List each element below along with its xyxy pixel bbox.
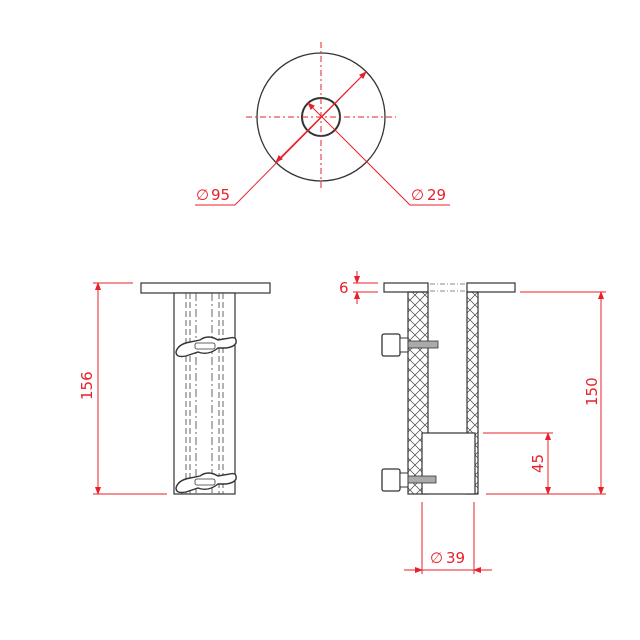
dim-29-leader: [307, 102, 450, 206]
dim-39-label: 39: [446, 549, 465, 567]
dim-150-label: 150: [583, 377, 601, 406]
dim-29-label: 29: [427, 186, 446, 204]
knob-upper: [381, 333, 439, 357]
dim-95-label: 95: [211, 186, 230, 204]
wing-clamp-lower: [175, 472, 237, 494]
knob-lower: [381, 468, 437, 492]
dim-95-symbol: ∅: [196, 186, 209, 204]
dim-6-label: 6: [339, 279, 349, 297]
section-view: 6 150 45 ∅ 39: [339, 271, 606, 574]
wing-clamp-upper: [175, 336, 237, 358]
plate-left: [383, 282, 429, 293]
plate-right: [466, 282, 516, 293]
mounting-plate: [140, 282, 271, 294]
top-view: ∅ 95 ∅ 29: [195, 42, 450, 206]
dim-39-symbol: ∅: [430, 549, 443, 567]
insert: [421, 432, 476, 495]
dim-156-label: 156: [78, 371, 96, 400]
front-view: 156: [78, 282, 271, 495]
tube: [173, 292, 236, 495]
dim-45-label: 45: [529, 454, 547, 473]
dim-29-symbol: ∅: [411, 186, 424, 204]
